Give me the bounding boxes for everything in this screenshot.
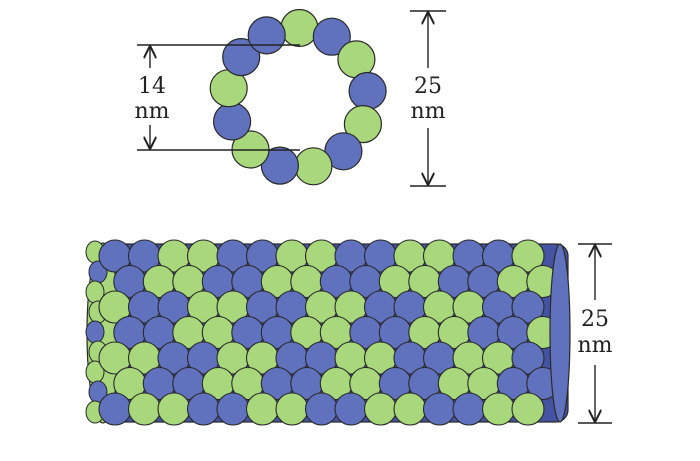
tube-subunit	[422, 392, 457, 426]
ring-subunit-blue	[348, 71, 387, 111]
outer-diameter-value: 25	[414, 74, 442, 99]
tube-subunit	[127, 392, 162, 426]
tube-subunit	[157, 392, 191, 426]
inner-diameter-dimension: 14 nm	[134, 44, 300, 151]
tube-subunit	[511, 392, 545, 426]
ring-subunit-green	[343, 104, 382, 144]
tube-diameter-dimension: 25 nm	[577, 243, 613, 424]
ring-subunit-blue	[260, 146, 299, 185]
tube-subunit	[452, 392, 486, 426]
microtubule-side-view	[85, 239, 571, 426]
tube-subunit	[511, 239, 545, 273]
tube-diameter-unit: nm	[577, 333, 612, 358]
tube-subunit	[363, 392, 398, 426]
inner-diameter-unit: nm	[134, 99, 169, 124]
ring-subunit-blue	[222, 37, 261, 77]
outer-diameter-unit: nm	[410, 99, 445, 124]
tube-subunit	[98, 392, 132, 426]
tube-subunit	[511, 290, 545, 324]
tube-subunit	[393, 392, 427, 426]
ring-subunit-green	[294, 147, 333, 186]
tube-right-end	[549, 243, 571, 423]
tube-subunit	[245, 392, 280, 426]
tube-subunit	[511, 341, 545, 375]
tube-subunit	[275, 392, 309, 426]
tube-subunit	[481, 392, 516, 426]
ring-subunit-blue	[312, 17, 351, 56]
tube-subunit	[216, 392, 250, 426]
outer-diameter-dimension: 25 nm	[410, 10, 446, 187]
tube-diameter-value: 25	[581, 307, 609, 332]
ring-subunit-green	[280, 8, 319, 48]
inner-diameter-value: 14	[138, 74, 166, 99]
tube-subunit	[334, 392, 368, 426]
tube-subunit	[186, 392, 221, 426]
ring-subunit-blue	[247, 16, 286, 55]
microtubule-cross-section	[209, 8, 387, 186]
ring-subunit-blue	[213, 102, 252, 141]
tube-rim-subunit	[85, 320, 105, 344]
tube-subunit	[304, 392, 339, 426]
